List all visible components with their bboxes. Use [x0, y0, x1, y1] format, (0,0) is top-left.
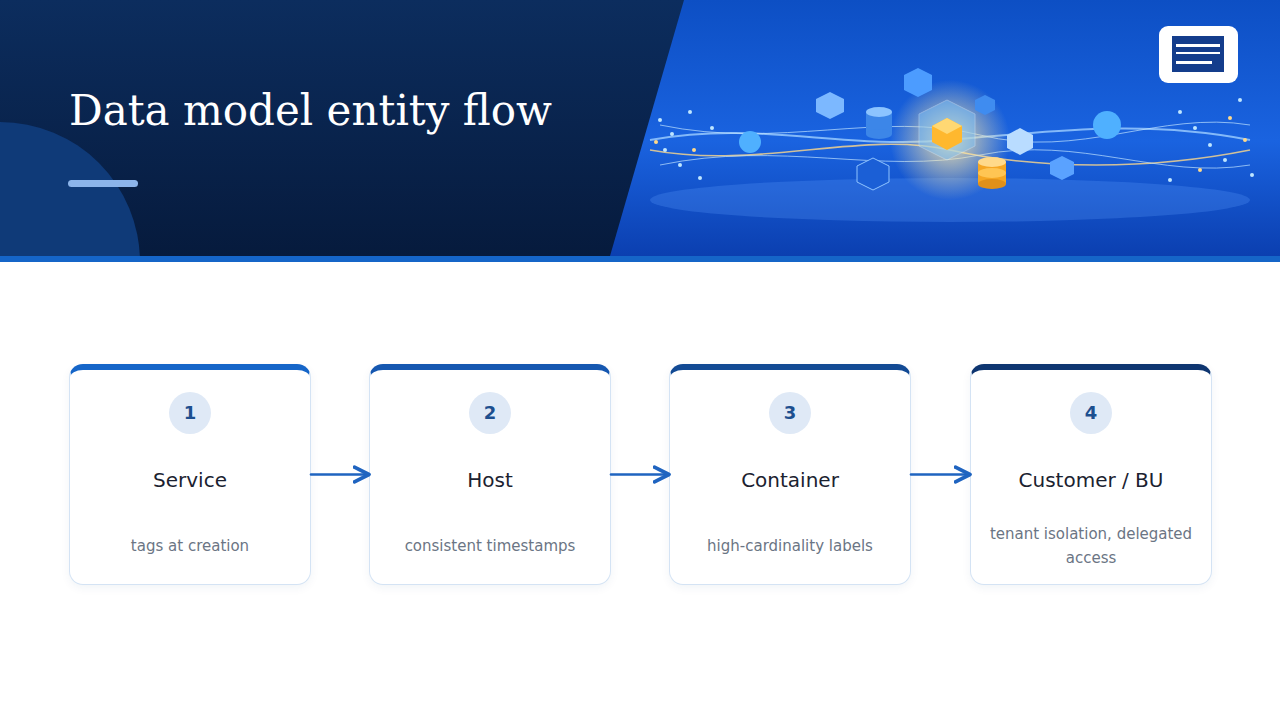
step-number: 3 — [784, 403, 797, 423]
step-number-badge: 1 — [169, 392, 211, 434]
description-area: tenant isolation, delegated access — [985, 508, 1197, 584]
entity-card: Customer / BU tenant isolation, delegated… — [970, 364, 1212, 585]
card-description: high-cardinality labels — [707, 534, 873, 558]
corner-arc — [0, 122, 140, 262]
company-logo — [1159, 26, 1238, 83]
step-number: 4 — [1085, 403, 1098, 423]
card-heading: Service — [78, 466, 302, 494]
step-number: 1 — [184, 403, 197, 423]
description-area: high-cardinality labels — [684, 508, 896, 584]
header-rule — [0, 256, 1280, 262]
illustration-panel — [610, 0, 1280, 256]
header-background — [0, 0, 1280, 262]
card-heading: Container — [678, 466, 902, 494]
step-number-badge: 2 — [469, 392, 511, 434]
flow-arrow — [311, 473, 369, 476]
card-description: tenant isolation, delegated access — [985, 522, 1197, 570]
step-number: 2 — [484, 403, 497, 423]
entity-card: Service tags at creation 1 — [69, 364, 311, 585]
description-area: consistent timestamps — [384, 508, 596, 584]
card-heading: Host — [378, 466, 602, 494]
title-underline — [68, 180, 138, 187]
flow-arrow — [611, 473, 669, 476]
card-description: consistent timestamps — [405, 534, 576, 558]
slide-title: Data model entity flow — [69, 84, 629, 138]
entity-card: Container high-cardinality labels 3 — [669, 364, 911, 585]
step-number-badge: 3 — [769, 392, 811, 434]
network-illustration — [650, 68, 1254, 222]
card-heading: Customer / BU — [979, 466, 1203, 494]
entity-card: Host consistent timestamps 2 — [369, 364, 611, 585]
flow-arrow — [911, 473, 970, 476]
step-number-badge: 4 — [1070, 392, 1112, 434]
card-description: tags at creation — [131, 534, 249, 558]
description-area: tags at creation — [84, 508, 296, 584]
